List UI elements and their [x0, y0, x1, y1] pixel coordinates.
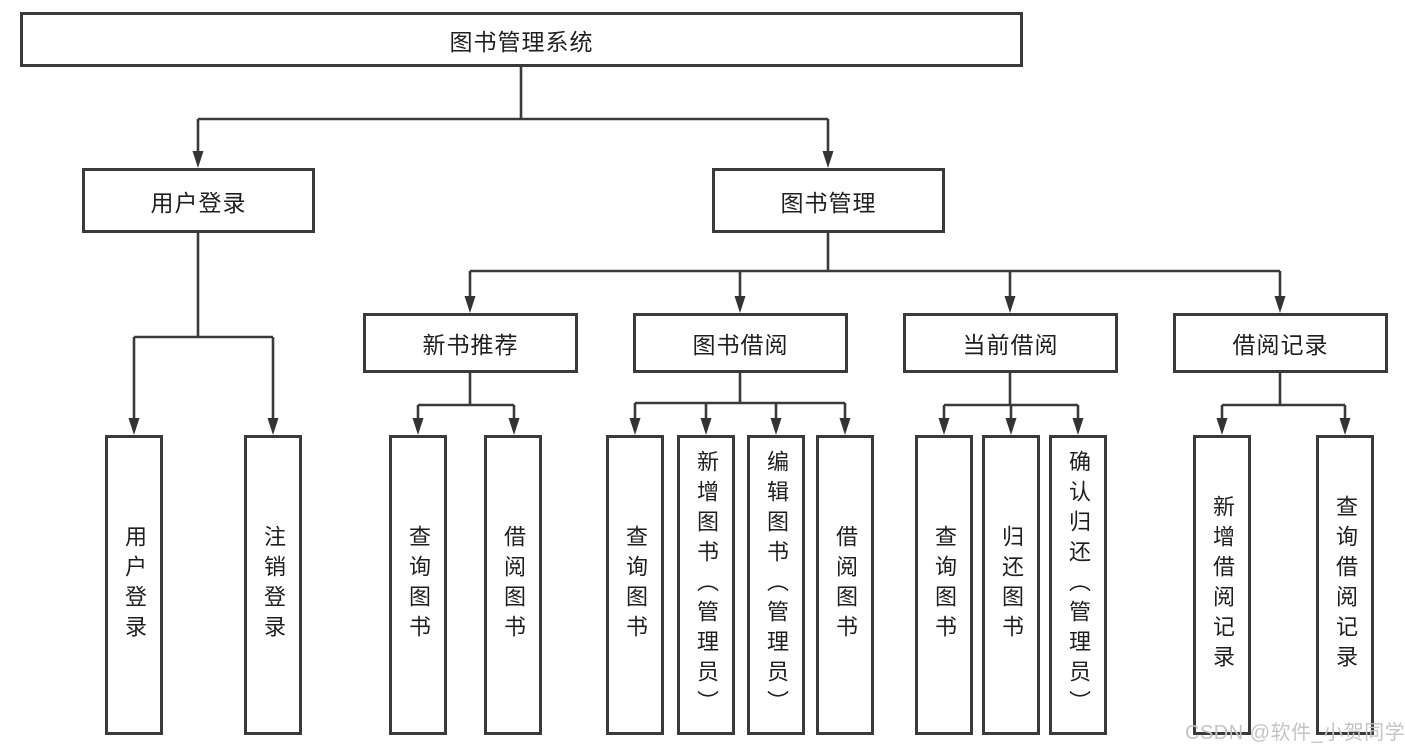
leaf-user-login-label: 用户登录 — [122, 525, 147, 645]
leaf-user-login: 用户登录 — [105, 435, 163, 735]
leaf-borrow-borrow-books: 借阅图书 — [816, 435, 874, 735]
leaf-newbook-query-books-label: 查询图书 — [406, 525, 431, 645]
leaf-borrow-edit-book-admin-label: 编辑图书（管理员） — [764, 450, 789, 720]
node-new-book-recommend: 新书推荐 — [363, 313, 578, 373]
leaf-current-confirm-return-admin-label: 确认归还（管理员） — [1066, 450, 1091, 720]
leaf-current-confirm-return-admin: 确认归还（管理员） — [1049, 435, 1107, 735]
leaf-borrow-query-books: 查询图书 — [606, 435, 664, 735]
csdn-watermark: CSDN @软件_小贺同学 — [1185, 722, 1405, 744]
leaf-records-add-borrow-record: 新增借阅记录 — [1193, 435, 1251, 735]
node-root-library-management-system: 图书管理系统 — [20, 12, 1023, 67]
leaf-records-query-borrow-record-label: 查询借阅记录 — [1333, 495, 1358, 675]
leaf-logout: 注销登录 — [244, 435, 302, 735]
leaf-borrow-add-book-admin: 新增图书（管理员） — [677, 435, 735, 735]
leaf-borrow-add-book-admin-label: 新增图书（管理员） — [694, 450, 719, 720]
leaf-newbook-borrow-books-label: 借阅图书 — [501, 525, 526, 645]
leaf-newbook-borrow-books: 借阅图书 — [484, 435, 542, 735]
node-current-borrowing: 当前借阅 — [903, 313, 1118, 373]
leaf-current-query-books-label: 查询图书 — [932, 525, 957, 645]
leaf-logout-label: 注销登录 — [261, 525, 286, 645]
node-borrowing-records: 借阅记录 — [1173, 313, 1388, 373]
leaf-current-return-books: 归还图书 — [982, 435, 1040, 735]
leaf-borrow-borrow-books-label: 借阅图书 — [833, 525, 858, 645]
node-book-management: 图书管理 — [712, 168, 945, 233]
leaf-records-add-borrow-record-label: 新增借阅记录 — [1210, 495, 1235, 675]
node-user-login: 用户登录 — [82, 168, 315, 233]
leaf-current-query-books: 查询图书 — [915, 435, 973, 735]
leaf-records-query-borrow-record: 查询借阅记录 — [1316, 435, 1374, 735]
leaf-newbook-query-books: 查询图书 — [389, 435, 447, 735]
node-book-borrowing: 图书借阅 — [633, 313, 848, 373]
leaf-borrow-edit-book-admin: 编辑图书（管理员） — [747, 435, 805, 735]
leaf-current-return-books-label: 归还图书 — [999, 525, 1024, 645]
leaf-borrow-query-books-label: 查询图书 — [623, 525, 648, 645]
